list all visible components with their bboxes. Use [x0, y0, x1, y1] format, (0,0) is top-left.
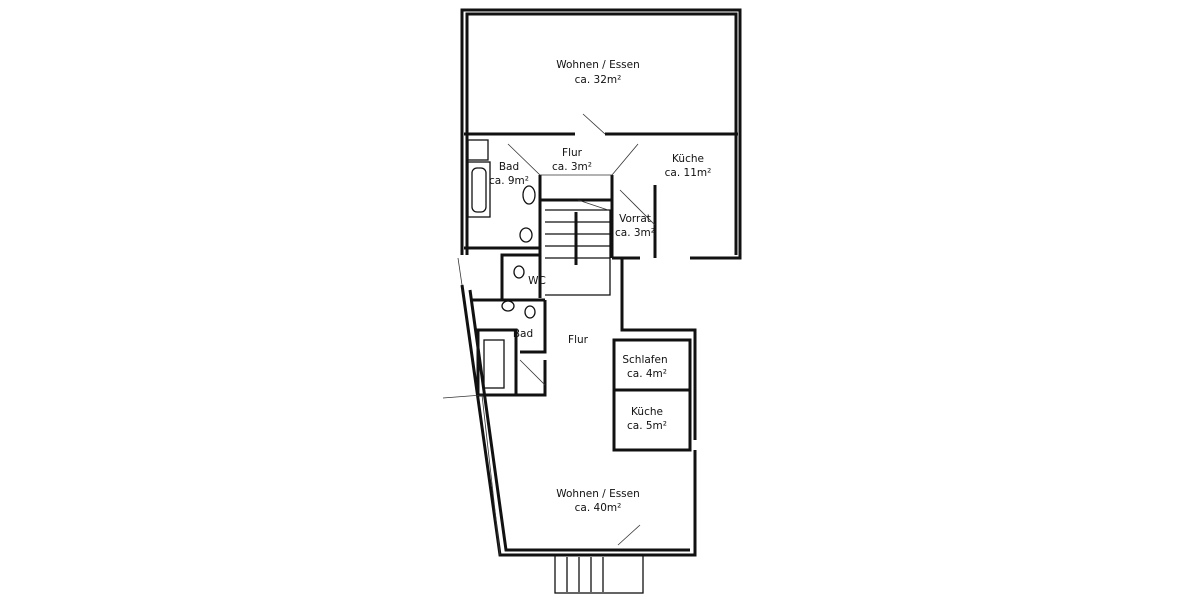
- room-label-lower-hall: Flur: [568, 334, 589, 346]
- room-label-wc: WC: [528, 275, 546, 287]
- room-label-lower-kitchen: Küche: [631, 406, 663, 418]
- room-label-upper-hall: Flur: [562, 147, 583, 159]
- room-label-pantry: Vorrat: [619, 213, 651, 225]
- room-label-upper-kitchen: Küche: [672, 153, 704, 165]
- room-label-lower-bath: Bad: [513, 328, 533, 340]
- room-label-upper-bath: Bad: [499, 161, 519, 173]
- room-label-upper-living: Wohnen / Essen: [556, 59, 640, 71]
- room-area-upper-bath: ca. 9m²: [489, 175, 529, 187]
- room-label-bedroom: Schlafen: [622, 354, 667, 366]
- room-area-lower-living: ca. 40m²: [575, 502, 622, 514]
- room-area-bedroom: ca. 4m²: [627, 368, 667, 380]
- room-area-lower-kitchen: ca. 5m²: [627, 420, 667, 432]
- room-area-upper-kitchen: ca. 11m²: [665, 167, 712, 179]
- walls: [442, 8, 742, 594]
- room-labels: Wohnen / Essen ca. 32m² Flur ca. 3m² Bad…: [489, 59, 711, 514]
- room-area-upper-hall: ca. 3m²: [552, 161, 592, 173]
- room-area-pantry: ca. 3m²: [615, 227, 655, 239]
- room-label-lower-living: Wohnen / Essen: [556, 488, 640, 500]
- room-area-upper-living: ca. 32m²: [575, 74, 622, 86]
